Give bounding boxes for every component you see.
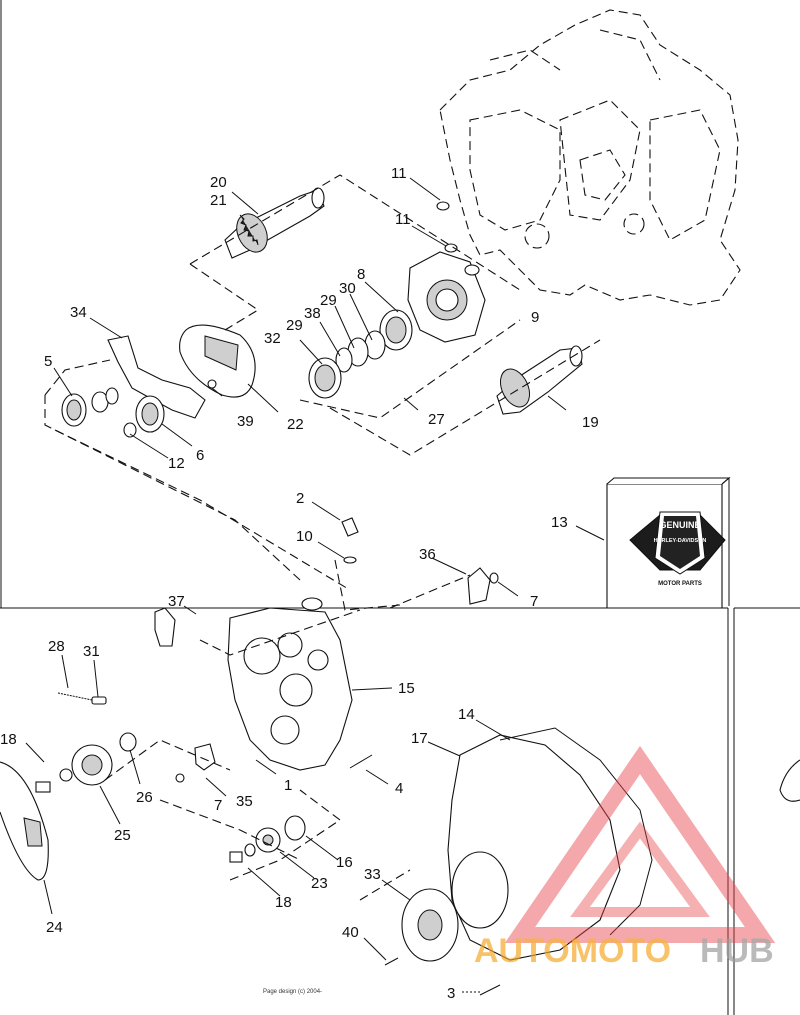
callout-1: 1 xyxy=(284,777,292,794)
bearings xyxy=(61,387,165,438)
small-parts-middle xyxy=(301,517,499,611)
watermark-text-hub: HUB xyxy=(700,932,774,970)
cam-cover xyxy=(401,727,653,962)
callout-34: 34 xyxy=(70,304,87,321)
badge-top-text: GENUINE xyxy=(659,520,700,530)
callout-4: 4 xyxy=(395,780,403,797)
crank-gear-parts xyxy=(229,815,306,863)
harley-badge: GENUINE HARLEY-DAVIDSON MOTOR PARTS xyxy=(654,520,707,587)
rear-camshaft xyxy=(224,187,325,259)
callout-5: 5 xyxy=(44,353,52,370)
cam-support-plate-parts xyxy=(308,201,486,399)
callout-11: 11 xyxy=(391,165,407,182)
copyright-footer: Page design (c) 2004- xyxy=(263,989,322,995)
callout-labels: 20 21 11 11 8 30 29 38 29 32 9 34 5 39 2… xyxy=(0,165,599,1002)
callout-19: 19 xyxy=(582,414,599,431)
watermark-triangle-icon xyxy=(504,745,776,943)
callout-21: 21 xyxy=(210,192,227,209)
callout-26: 26 xyxy=(136,789,153,806)
callout-23: 23 xyxy=(311,875,328,892)
callout-7: 7 xyxy=(214,797,222,814)
callout-10: 10 xyxy=(296,528,313,545)
watermark-text-automoto: AUTOMOTO xyxy=(474,932,671,970)
callout-20: 20 xyxy=(210,174,227,191)
callout-13: 13 xyxy=(551,514,568,531)
secondary-cam-chain xyxy=(179,324,256,398)
callout-29: 29 xyxy=(286,317,303,334)
cam-support-plate xyxy=(154,607,353,783)
callout-36: 36 xyxy=(419,546,436,563)
callout-2: 2 xyxy=(296,490,304,507)
callout-9: 9 xyxy=(531,309,539,326)
callout-40: 40 xyxy=(342,924,359,941)
callout-35: 35 xyxy=(236,793,253,810)
adjacent-diagram-fragment xyxy=(779,759,800,802)
badge-brand-text: HARLEY-DAVIDSON xyxy=(654,538,707,544)
crankcase xyxy=(439,9,741,306)
callout-11: 11 xyxy=(395,211,411,228)
callout-12: 12 xyxy=(168,455,185,472)
front-camshaft xyxy=(496,345,583,415)
callout-18: 18 xyxy=(275,894,292,911)
callout-15: 15 xyxy=(398,680,415,697)
pump-drive-parts xyxy=(0,692,137,881)
parts-box xyxy=(606,476,731,609)
callout-8: 8 xyxy=(357,266,365,283)
callout-24: 24 xyxy=(46,919,63,936)
assembly-dash-lines xyxy=(44,174,601,901)
callout-39: 39 xyxy=(237,413,254,430)
callout-17: 17 xyxy=(411,730,428,747)
callout-18: 18 xyxy=(0,731,17,748)
callout-38: 38 xyxy=(304,305,321,322)
callout-16: 16 xyxy=(336,854,353,871)
callout-31: 31 xyxy=(83,643,100,660)
callout-3: 3 xyxy=(447,985,455,1002)
callout-30: 30 xyxy=(339,280,356,297)
callout-28: 28 xyxy=(48,638,65,655)
callout-27: 27 xyxy=(428,411,445,428)
callout-14: 14 xyxy=(458,706,475,723)
callout-29: 29 xyxy=(320,292,337,309)
badge-bottom-text: MOTOR PARTS xyxy=(658,581,702,587)
leader-lines xyxy=(25,177,605,993)
callout-32: 32 xyxy=(264,330,281,347)
automotohub-watermark: AUTOMOTO HUB xyxy=(474,745,776,970)
callout-6: 6 xyxy=(196,447,204,464)
screws xyxy=(349,754,501,996)
callout-33: 33 xyxy=(364,866,381,883)
callout-7: 7 xyxy=(530,593,538,610)
callout-22: 22 xyxy=(287,416,304,433)
callout-25: 25 xyxy=(114,827,131,844)
callout-37: 37 xyxy=(168,593,185,610)
